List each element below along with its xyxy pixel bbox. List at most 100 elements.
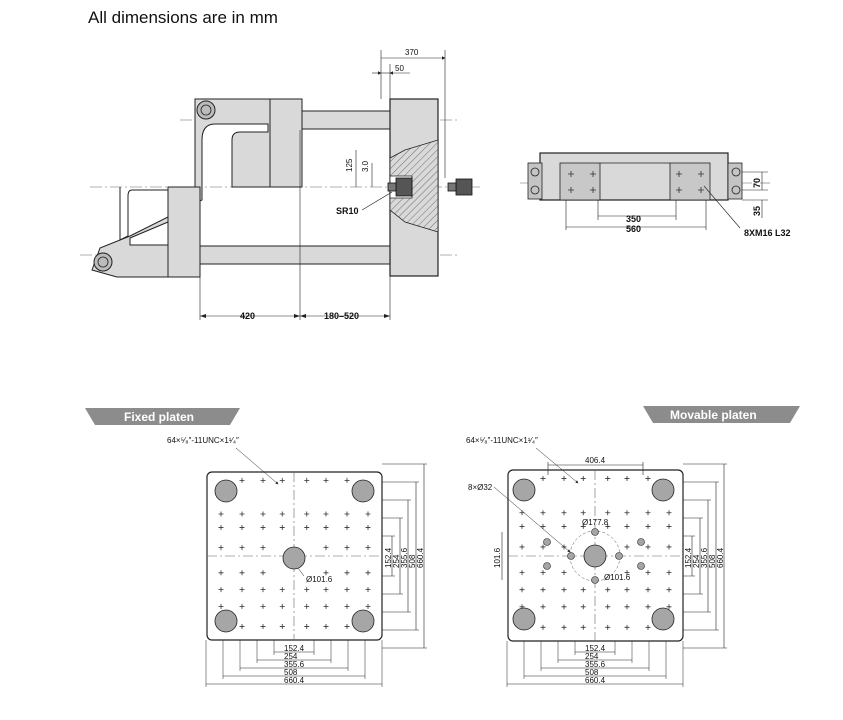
tapped-hole-icon	[605, 587, 611, 593]
tapped-hole-icon	[239, 570, 245, 576]
tapped-hole-icon	[323, 545, 329, 551]
tapped-hole-icon	[624, 510, 630, 516]
vertical-dimension-label: 355.6	[700, 547, 709, 568]
tapped-hole-icon	[239, 603, 245, 609]
horizontal-dimension-label: 152.4	[284, 644, 305, 653]
tapped-hole-icon	[323, 603, 329, 609]
tapped-hole-icon	[218, 587, 224, 593]
tapped-hole-icon	[365, 545, 371, 551]
tie-bar-hole-icon	[214, 479, 238, 503]
tapped-hole-icon	[561, 624, 567, 630]
tapped-hole-icon	[624, 604, 630, 610]
tapped-hole-icon	[365, 511, 371, 517]
tapped-hole-icon	[365, 587, 371, 593]
tie-bar-top	[299, 110, 391, 130]
tie-bar-bottom	[199, 245, 391, 265]
tapped-hole-icon	[605, 604, 611, 610]
tapped-hole-icon	[260, 570, 266, 576]
pivot-top-icon	[196, 100, 216, 120]
end-view: 350 560 70 35 8XM16 L32	[520, 152, 791, 238]
fixed-platen-banner	[85, 408, 240, 425]
tapped-hole-icon	[279, 511, 285, 517]
tapped-hole-icon	[260, 524, 266, 530]
tapped-hole-icon	[344, 524, 350, 530]
tapped-hole-icon	[645, 587, 651, 593]
tapped-hole-icon	[645, 476, 651, 482]
tapped-hole-icon	[279, 587, 285, 593]
tapped-hole-icon	[580, 624, 586, 630]
tapped-hole-icon	[304, 477, 310, 483]
tapped-hole-icon	[304, 603, 310, 609]
tapped-hole-icon	[540, 604, 546, 610]
dim-420: 420	[240, 311, 255, 321]
tie-bar-hole-icon	[651, 607, 675, 631]
nozzle-external	[455, 178, 473, 196]
page-title: All dimensions are in mm	[88, 8, 278, 27]
ejector-hole-icon	[567, 552, 575, 560]
tapped-hole-icon	[218, 524, 224, 530]
tapped-hole-icon	[344, 545, 350, 551]
movable-platen-view: Ø177.8 Ø101.6 8×Ø32 64×⁵⁄₈″-11UNC×1¹⁄₄″ …	[466, 436, 727, 687]
tapped-hole-icon	[239, 545, 245, 551]
tapped-hole-icon	[540, 570, 546, 576]
tapped-hole-icon	[218, 545, 224, 551]
center-hole-icon	[282, 546, 306, 570]
tapped-hole-icon	[323, 511, 329, 517]
nozzle-section	[389, 139, 439, 233]
tapped-hole-icon	[605, 624, 611, 630]
sr10-label: SR10	[336, 206, 359, 216]
tapped-hole-icon	[561, 476, 567, 482]
horizontal-dimension-label: 254	[284, 652, 298, 661]
tapped-hole-icon	[580, 587, 586, 593]
vertical-dimension-label: 660.4	[716, 547, 725, 568]
tapped-hole-icon	[218, 511, 224, 517]
fixed-center-hole-label: Ø101.6	[306, 575, 333, 584]
tapped-hole-icon	[580, 604, 586, 610]
tapped-hole-icon	[561, 587, 567, 593]
horizontal-dimension-label: 355.6	[585, 660, 606, 669]
tapped-hole-icon	[239, 524, 245, 530]
tapped-hole-icon	[645, 510, 651, 516]
tapped-hole-icon	[605, 523, 611, 529]
tapped-hole-icon	[239, 511, 245, 517]
tapped-hole-icon	[304, 624, 310, 630]
tapped-hole-icon	[645, 570, 651, 576]
tapped-hole-icon	[365, 603, 371, 609]
tapped-hole-icon	[279, 524, 285, 530]
dim-350: 350	[626, 214, 641, 224]
tapped-hole-icon	[540, 523, 546, 529]
movable-center-hole-label: Ø101.6	[604, 573, 631, 582]
tapped-hole-icon	[323, 524, 329, 530]
vertical-dimension-label: 660.4	[416, 547, 425, 568]
tapped-hole-icon	[323, 477, 329, 483]
ejector-hole-icon	[615, 552, 623, 560]
tapped-hole-icon	[540, 476, 546, 482]
tapped-hole-icon	[540, 544, 546, 550]
tapped-hole-icon	[260, 587, 266, 593]
tapped-hole-icon	[239, 477, 245, 483]
top-dim: 406.4	[585, 456, 606, 465]
fixed-platen-title: Fixed platen	[124, 410, 194, 424]
dim-370: 370	[405, 48, 419, 57]
tapped-hole-icon	[645, 604, 651, 610]
tapped-hole-icon	[218, 570, 224, 576]
dim-3-0: 3.0	[361, 160, 370, 172]
tie-bar-hole-icon	[214, 609, 238, 633]
tie-bar-hole-icon	[651, 478, 675, 502]
tapped-hole-icon	[279, 603, 285, 609]
tapped-hole-icon	[580, 523, 586, 529]
tapped-hole-icon	[239, 624, 245, 630]
tapped-hole-icon	[645, 544, 651, 550]
tapped-hole-icon	[279, 624, 285, 630]
tapped-hole-icon	[260, 545, 266, 551]
tapped-hole-icon	[323, 624, 329, 630]
tapped-hole-icon	[519, 523, 525, 529]
tapped-hole-icon	[624, 624, 630, 630]
tapped-hole-icon	[666, 523, 672, 529]
tapped-hole-icon	[540, 624, 546, 630]
ejector-hole-icon	[637, 562, 645, 570]
dim-50: 50	[395, 64, 404, 73]
tie-bar-hole-icon	[512, 478, 536, 502]
